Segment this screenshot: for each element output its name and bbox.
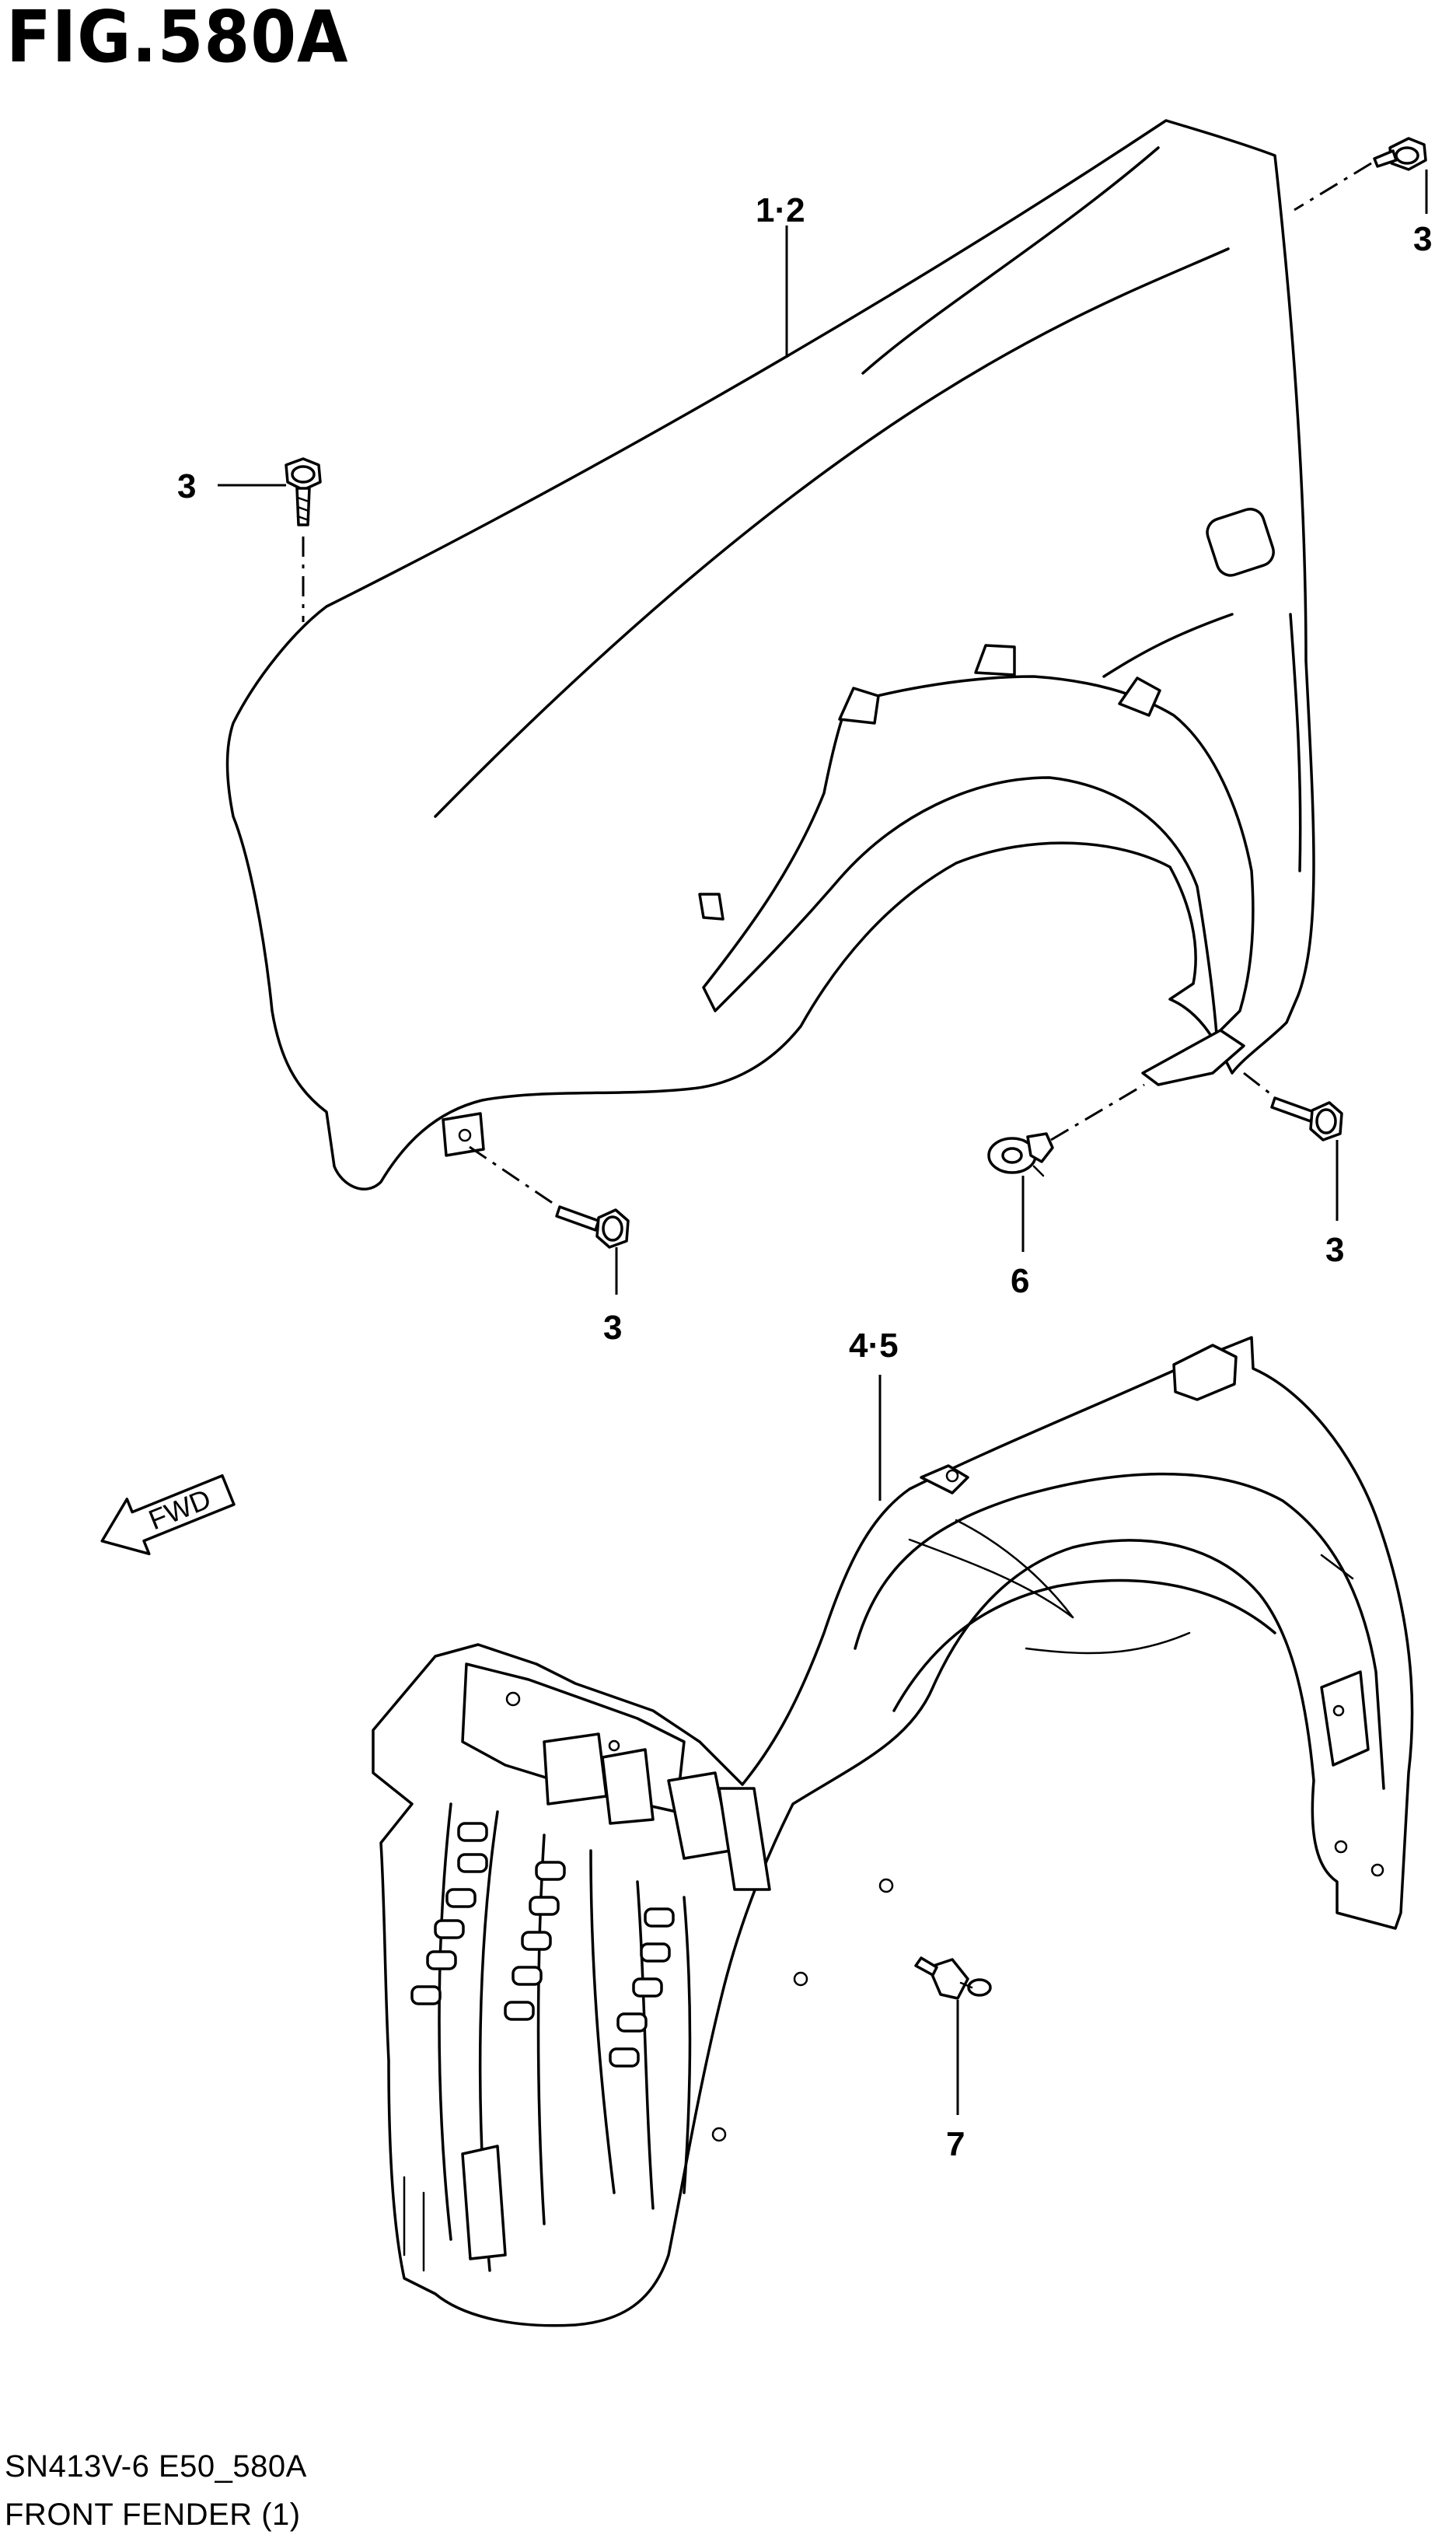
callout-grommet: 6 (1011, 1262, 1029, 1300)
grommet[interactable] (987, 1132, 1054, 1177)
forward-direction-arrow: FWD (100, 1474, 236, 1556)
dash-grommet (1050, 1083, 1145, 1141)
figure-title: FIG.580A (6, 0, 349, 79)
bolt-left[interactable] (285, 457, 322, 526)
callout-bolt-left: 3 (177, 467, 196, 505)
callout-liner: 4·5 (849, 1327, 899, 1365)
dash-bolt-bottom (469, 1145, 554, 1205)
callout-bolt-bottom: 3 (603, 1309, 622, 1347)
callout-fender: 1·2 (756, 191, 805, 229)
liner-slots-middle (504, 1861, 566, 2021)
callout-bolt-top-right: 3 (1413, 220, 1432, 258)
callout-clip: 7 (946, 2125, 965, 2163)
front-fender-part[interactable] (225, 119, 1315, 1190)
callout-bolt-right: 3 (1325, 1231, 1344, 1269)
figure-name: FRONT FENDER (1) (5, 2498, 301, 2532)
fender-liner-part[interactable] (372, 1336, 1414, 2327)
bolt-top-right[interactable] (1373, 137, 1427, 171)
dash-bolt-top-right (1294, 162, 1372, 212)
dash-bolt-right (1243, 1071, 1273, 1096)
clip[interactable] (914, 1956, 992, 2000)
bolt-bottom[interactable] (555, 1205, 630, 1249)
liner-slots-left (410, 1822, 488, 2005)
figure-code: SN413V-6 E50_580A (5, 2449, 307, 2484)
fwd-label: FWD (144, 1483, 215, 1536)
bolt-right[interactable] (1270, 1096, 1343, 1141)
liner-slots-right (609, 1907, 675, 2068)
